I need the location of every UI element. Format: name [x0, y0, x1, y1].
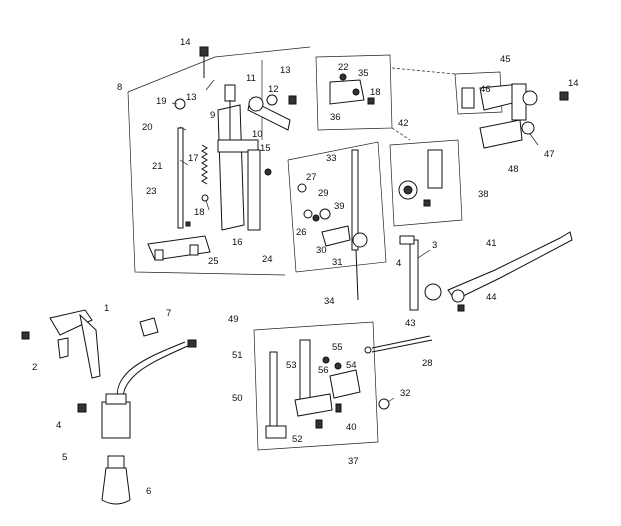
callout-46: 46 [480, 84, 491, 95]
callout-33: 33 [326, 153, 337, 164]
callout-26: 26 [296, 227, 307, 238]
plate-part [217, 104, 245, 231]
callout-25: 25 [208, 256, 219, 267]
bracket-part [217, 139, 259, 153]
callout-2: 2 [32, 362, 37, 373]
upper-left-assembly [147, 46, 297, 261]
callout-37: 37 [348, 456, 359, 467]
callout-labels: 14 8 19 13 11 13 12 9 10 20 17 15 21 23 … [32, 37, 579, 497]
callout-11: 11 [246, 73, 256, 84]
callout-13: 13 [280, 65, 291, 76]
callout-40: 40 [346, 422, 357, 433]
callout-18: 18 [194, 207, 205, 218]
callout-24: 24 [262, 254, 273, 265]
rod-33-part [351, 149, 359, 251]
arm-1-part [79, 313, 101, 379]
link-28 [364, 335, 433, 354]
switch-5-part [101, 401, 131, 439]
callout-29: 29 [318, 188, 329, 199]
callout-38: 38 [478, 189, 489, 200]
callout-42: 42 [398, 118, 409, 129]
callout-22: 22 [338, 62, 349, 73]
spring-part [201, 144, 208, 185]
callout-41: 41 [486, 238, 497, 249]
crank-45-assembly [461, 83, 569, 149]
bar-part [247, 149, 261, 231]
callout-48: 48 [508, 164, 519, 175]
callout-13: 13 [186, 92, 197, 103]
callout-56: 56 [318, 365, 329, 376]
callout-45: 45 [500, 54, 511, 65]
callout-21: 21 [152, 161, 163, 172]
callout-1: 1 [104, 303, 109, 314]
callout-8: 8 [117, 82, 122, 93]
callout-14: 14 [180, 37, 191, 48]
rod-part [177, 127, 184, 229]
bracket-35-part [329, 79, 365, 105]
callout-31: 31 [332, 257, 343, 268]
callout-10: 10 [252, 129, 263, 140]
callout-28: 28 [422, 358, 433, 369]
callout-9: 9 [210, 110, 215, 121]
callout-36: 36 [330, 112, 341, 123]
block-part [224, 84, 236, 102]
callout-15: 15 [260, 143, 271, 154]
callout-16: 16 [232, 237, 243, 248]
callout-17: 17 [188, 153, 199, 164]
hook-38-assembly [398, 149, 443, 207]
callout-51: 51 [232, 350, 243, 361]
lever-41-part [447, 231, 573, 301]
bottom-left-assembly [21, 309, 197, 505]
callout-6: 6 [146, 486, 151, 497]
clip-7-part [139, 317, 159, 337]
hook-38-part [427, 149, 443, 189]
callout-19: 19 [156, 96, 167, 107]
bracket-35-assembly [329, 73, 375, 105]
callout-39: 39 [334, 201, 345, 212]
callout-5: 5 [62, 452, 67, 463]
callout-44: 44 [486, 292, 497, 303]
callout-7: 7 [166, 308, 171, 319]
callout-12: 12 [268, 84, 279, 95]
callout-4: 4 [396, 258, 401, 269]
callout-30: 30 [316, 245, 327, 256]
callout-34: 34 [324, 296, 335, 307]
lever-41-assembly [399, 231, 573, 312]
callout-55: 55 [332, 342, 343, 353]
rod-33-assembly [297, 149, 368, 301]
rod-50-part [269, 351, 278, 433]
callout-18: 18 [370, 87, 381, 98]
bushing-part [479, 119, 523, 149]
bottom-box-37-assembly [265, 339, 395, 439]
callout-23: 23 [146, 186, 157, 197]
callout-4: 4 [56, 420, 61, 431]
callout-27: 27 [306, 172, 317, 183]
callout-43: 43 [405, 318, 416, 329]
callout-49: 49 [228, 314, 239, 325]
callout-32: 32 [400, 388, 411, 399]
washer-part [174, 98, 186, 110]
bar-3-part [409, 239, 419, 311]
callout-35: 35 [358, 68, 369, 79]
callout-14: 14 [568, 78, 579, 89]
screw-part [199, 46, 209, 57]
callout-50: 50 [232, 393, 243, 404]
knob-6-part [101, 467, 131, 505]
callout-53: 53 [286, 360, 297, 371]
group-outlines [127, 46, 503, 451]
callout-47: 47 [544, 149, 555, 160]
callout-54: 54 [346, 360, 357, 371]
callout-52: 52 [292, 434, 303, 445]
callout-3: 3 [432, 240, 437, 251]
callout-20: 20 [142, 122, 153, 133]
